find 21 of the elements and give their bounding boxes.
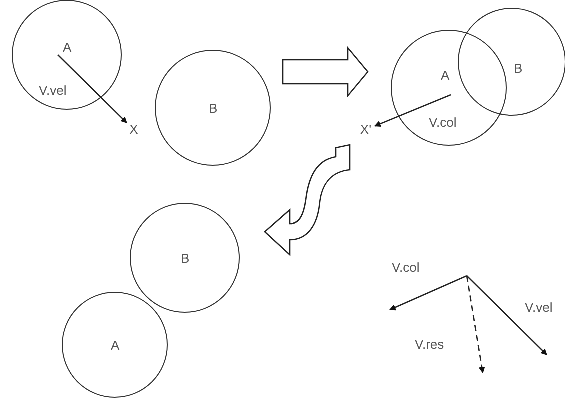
vector-arrow: [58, 54, 128, 124]
vector-label: V.res: [415, 338, 444, 351]
point-label: X: [127, 122, 141, 138]
circle-label: A: [441, 69, 450, 82]
block-arrow: [282, 46, 369, 98]
circle: [130, 203, 240, 313]
circle-label: B: [181, 252, 190, 265]
circle-label: B: [514, 62, 523, 75]
edge-label: V.col: [428, 116, 458, 129]
vector-arrow: [374, 94, 452, 128]
circle-label: B: [209, 102, 218, 115]
circle: [62, 292, 168, 398]
point-label: X': [357, 122, 375, 138]
circle: [155, 50, 271, 166]
edge-label: V.vel: [38, 84, 68, 97]
circle: [458, 8, 565, 116]
block-arrow: [264, 144, 351, 256]
circle-label: A: [63, 41, 72, 54]
vector-label: V.col: [392, 261, 420, 274]
circle-label: A: [111, 339, 120, 352]
vector-label: V.vel: [525, 301, 553, 314]
